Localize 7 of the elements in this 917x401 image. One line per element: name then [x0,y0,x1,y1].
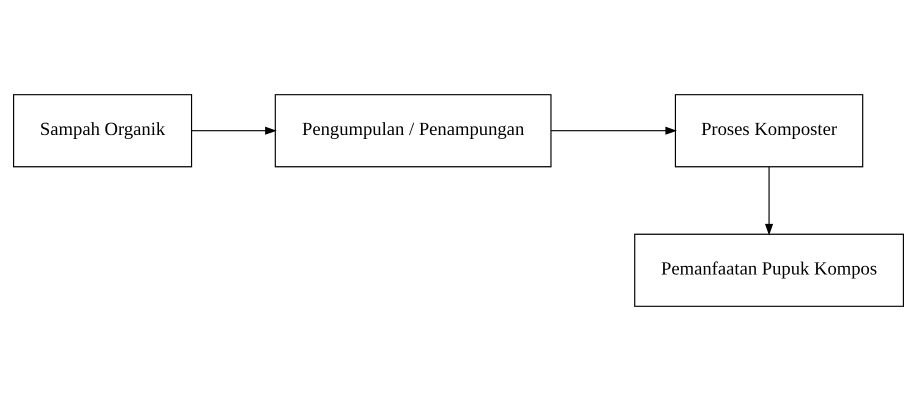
arrow [551,126,678,135]
arrow [192,126,277,135]
node-box: Pemanfaatan Pupuk Kompos [634,234,904,307]
node-box: Pengumpulan / Penampungan [274,94,552,168]
node-box: Sampah Organik [13,94,192,168]
node-box: Proses Komposter [674,94,864,168]
arrow [764,166,774,236]
